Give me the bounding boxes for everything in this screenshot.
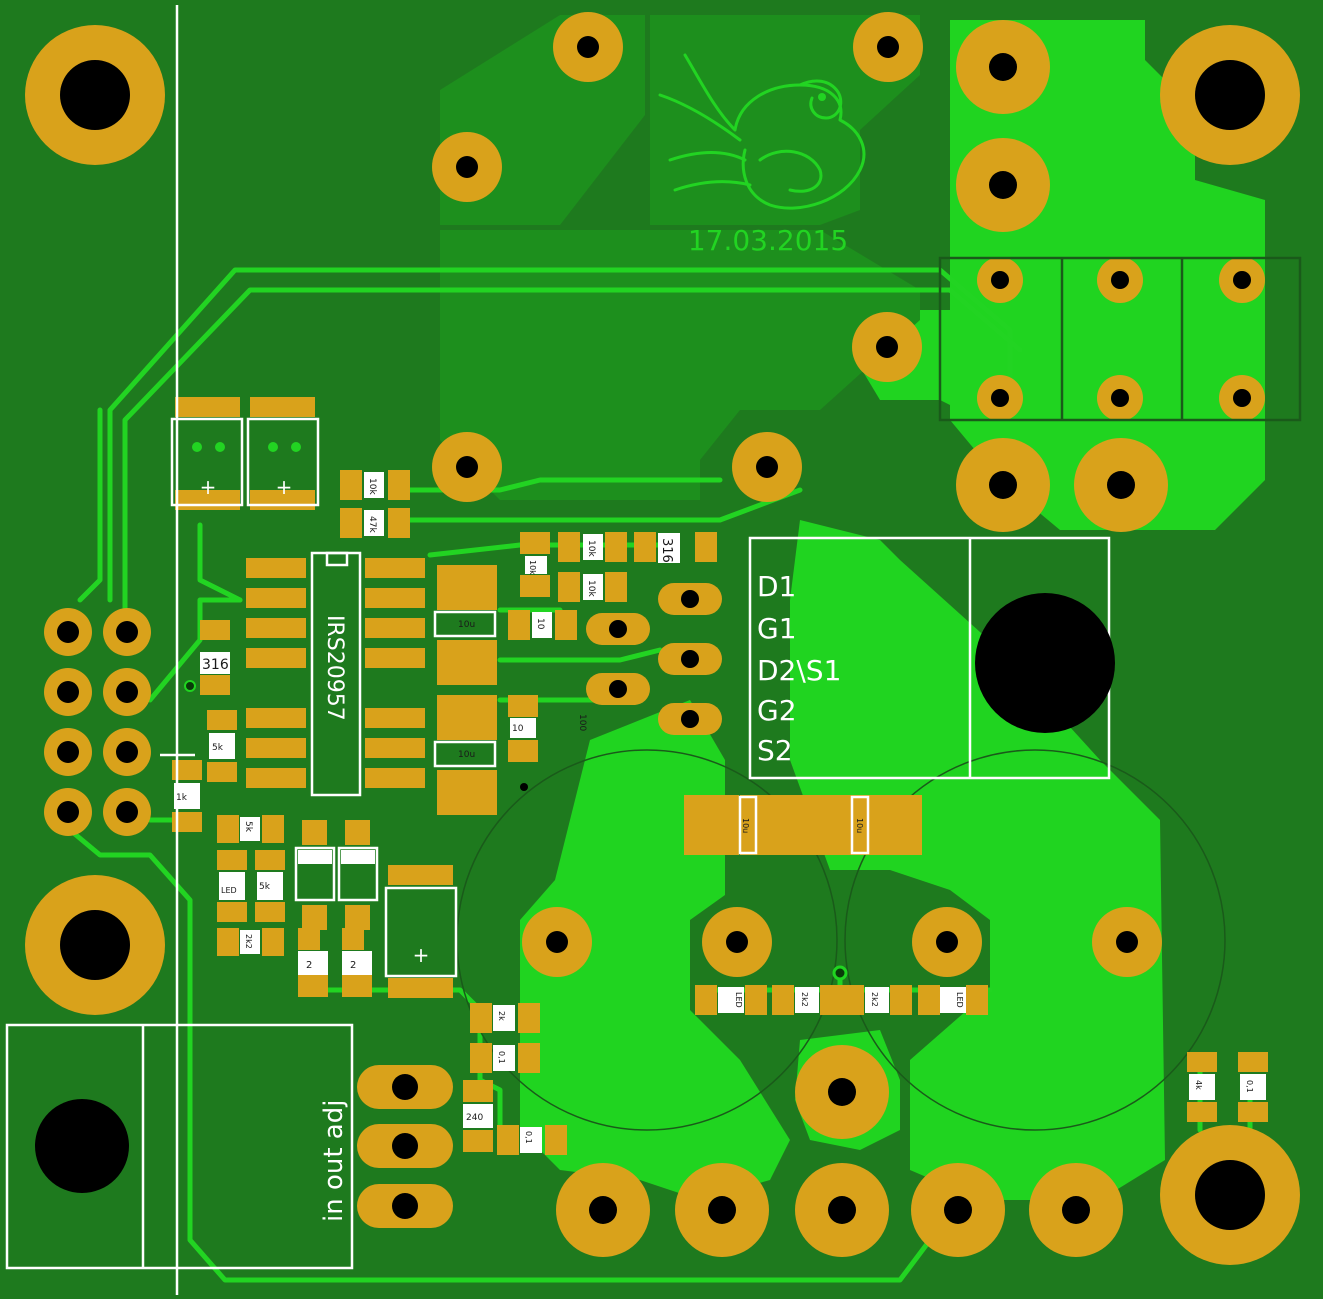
smd-pads: [172, 397, 1268, 1155]
silkscreen-layer: + + IRS20957 D1 G1 D2\S1 G2 S2 in out ad…: [5, 5, 1115, 1295]
svg-text:+: +: [200, 475, 217, 499]
component-labels: 10k 47k 10k 10k 10k 316 316 10u 10u 10u …: [174, 472, 1266, 1153]
label-c-10u-b: 10u: [458, 750, 475, 760]
label-r-47k: 47k: [367, 516, 377, 533]
connector-label-d2s1: D2\S1: [757, 654, 841, 687]
tht-pads: [44, 12, 1265, 1257]
svg-text:+: +: [276, 475, 293, 499]
label-r-1k: 1k: [176, 793, 188, 803]
label-r-2k2-c: 2k2: [870, 992, 879, 1007]
label-r-316-a: 316: [659, 538, 674, 563]
label-r-5k-b: 5k: [243, 821, 253, 833]
connector-label-g2: G2: [757, 694, 797, 727]
label-led-b: LED: [734, 992, 743, 1008]
label-r-2-b: 2: [350, 960, 356, 971]
label-r-5k-c: 5k: [259, 882, 271, 892]
label-r-316-b: 316: [202, 657, 229, 673]
label-r-2-a: 2: [306, 960, 312, 971]
connector-label-s2: S2: [757, 734, 793, 767]
ic-label: IRS20957: [322, 615, 347, 721]
label-c-10u-c: 10u: [741, 818, 750, 833]
label-c-01-b: 0,1: [524, 1131, 533, 1144]
label-r-10k-b: 10k: [586, 540, 596, 557]
label-r-2k2-a: 2k2: [244, 934, 253, 949]
label-r-10-b: 10: [512, 724, 524, 734]
label-c-01-a: 0,1: [497, 1051, 506, 1064]
label-r-10-a: 10: [535, 618, 545, 630]
label-r-10k-a: 10k: [367, 478, 377, 495]
label-led-c: LED: [955, 992, 964, 1008]
connector-label-d1: D1: [757, 570, 796, 603]
label-r-4k: 4k: [1194, 1080, 1203, 1090]
label-c-01-c: 0,1: [1245, 1080, 1254, 1093]
label-r-5k-a: 5k: [212, 743, 224, 753]
power-connector-outline: [5, 1023, 354, 1270]
label-r-2k: 2k: [497, 1011, 506, 1021]
mounting-holes: [25, 25, 1300, 1265]
label-r-10k-d: 10k: [528, 560, 537, 575]
label-r-240: 240: [466, 1113, 483, 1123]
bird-logo-icon: 17.03.2015: [658, 53, 866, 257]
svg-text:+: +: [413, 943, 430, 967]
label-r-2k2-b: 2k2: [800, 992, 809, 1007]
label-c-10u-d: 10u: [855, 818, 864, 833]
label-c-10u-a: 10u: [458, 620, 475, 630]
left-connector-label: in out adj: [319, 1100, 349, 1222]
label-led-a: LED: [221, 886, 237, 895]
label-r-10k-c: 10k: [586, 580, 596, 597]
date-label: 17.03.2015: [688, 224, 848, 257]
label-c-100: 100: [577, 714, 587, 731]
connector-label-g1: G1: [757, 612, 797, 645]
